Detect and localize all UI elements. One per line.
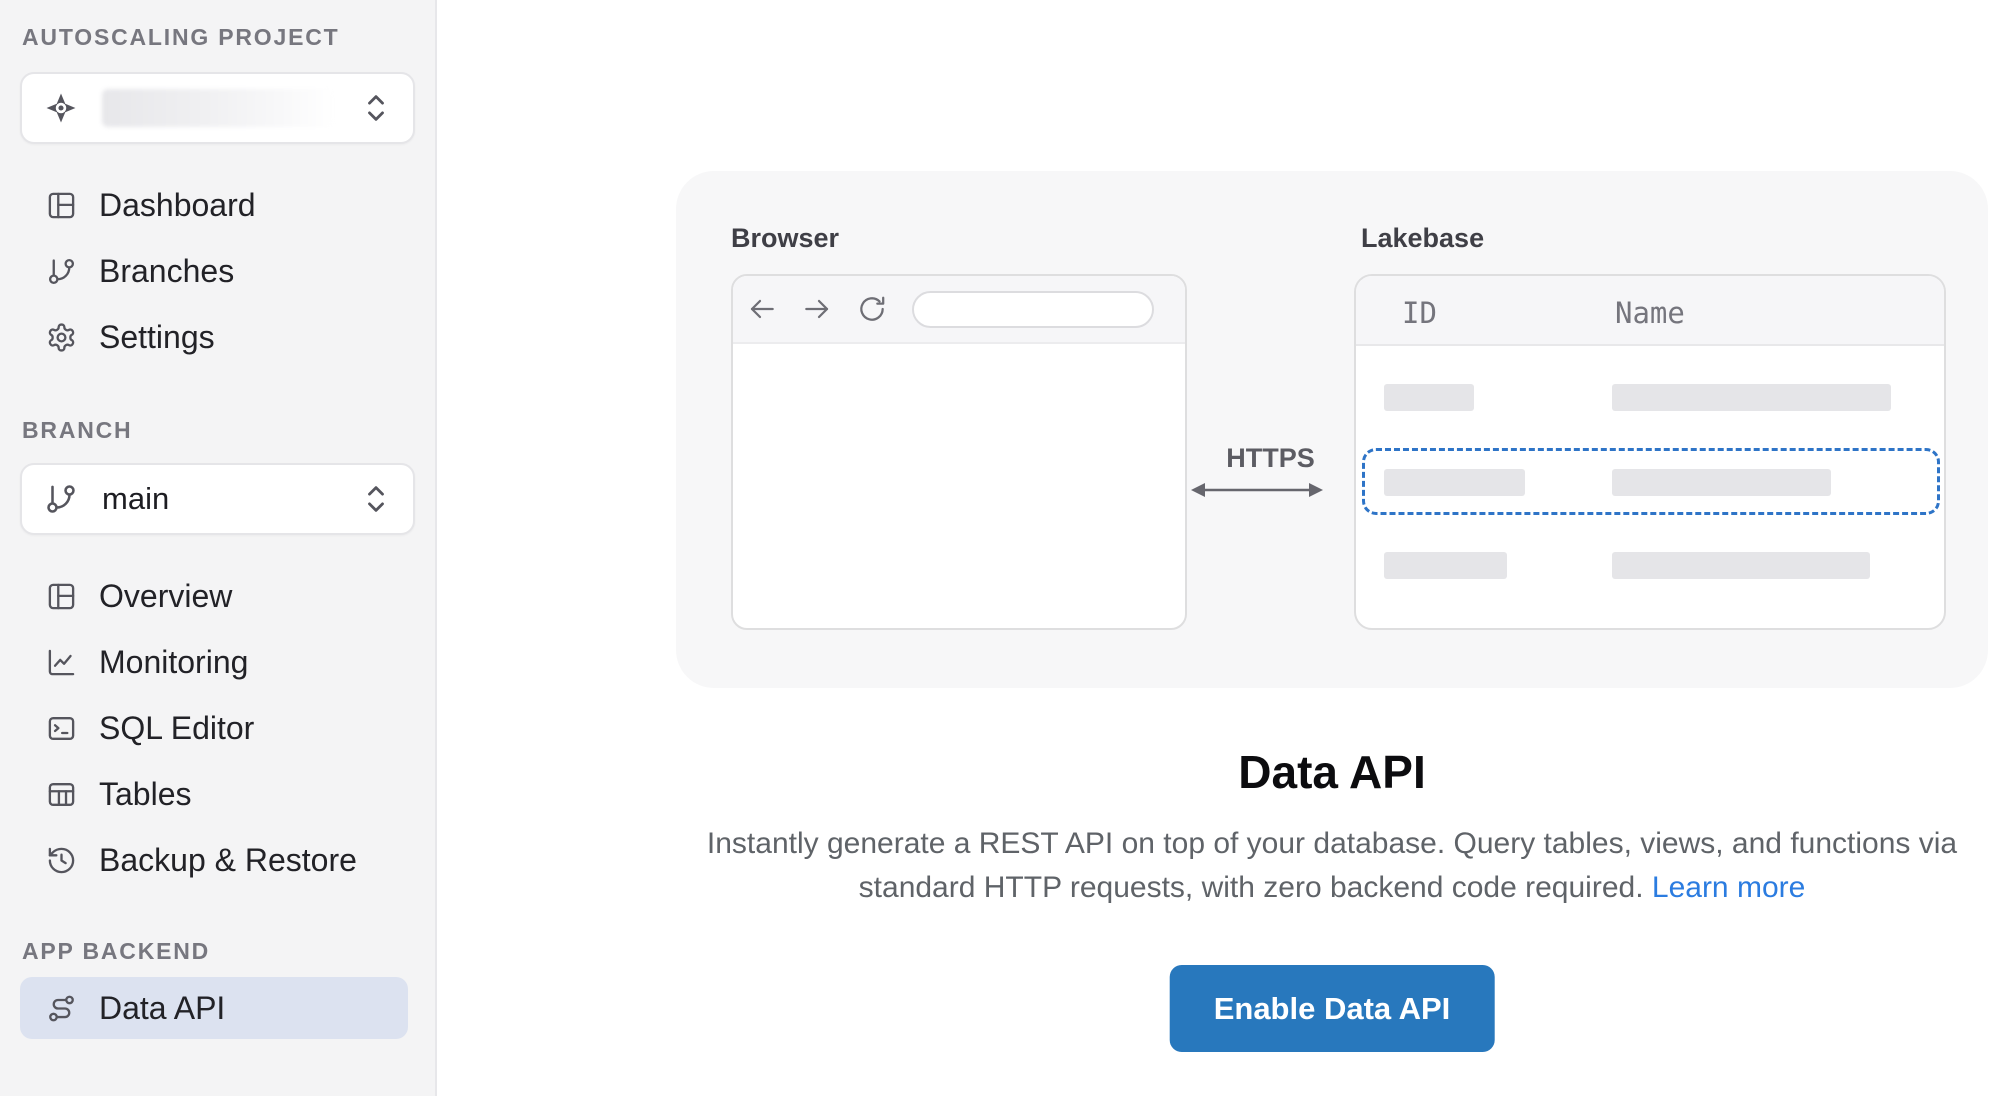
browser-mock-window [731, 274, 1187, 630]
placeholder-bar [1384, 384, 1474, 411]
app-backend-section-label: APP BACKEND [22, 938, 211, 964]
terminal-icon [48, 716, 75, 740]
page-title: Data API [1238, 746, 1426, 798]
branch-nav: Overview Monitoring SQL Editor Tables Ba… [20, 563, 415, 893]
column-header-id: ID [1402, 296, 1437, 330]
chevron-up-down-icon [368, 486, 384, 512]
column-header-name: Name [1615, 296, 1685, 330]
placeholder-bar [1612, 552, 1870, 579]
sidebar-item-backup-restore[interactable]: Backup & Restore [20, 827, 408, 893]
route-icon [49, 995, 74, 1021]
table-icon [48, 782, 75, 806]
sidebar-item-label: Backup & Restore [99, 842, 357, 878]
https-connector: HTTPS [1187, 443, 1354, 503]
sidebar-item-label: Branches [99, 253, 235, 289]
project-nav: Dashboard Branches Settings [20, 172, 415, 370]
sidebar-item-tables[interactable]: Tables [20, 761, 408, 827]
branch-section-label: BRANCH [22, 417, 133, 443]
url-bar [912, 290, 1154, 328]
main-content: Browser Lakebase HTTPS [437, 0, 2000, 1096]
table-header-row: ID Name [1356, 276, 1944, 346]
git-branch-icon [48, 258, 75, 284]
sidebar-item-label: Data API [99, 990, 226, 1026]
sidebar-item-monitoring[interactable]: Monitoring [20, 629, 408, 695]
enable-data-api-button[interactable]: Enable Data API [1169, 965, 1495, 1052]
sidebar-item-settings[interactable]: Settings [20, 304, 408, 370]
sidebar-item-label: Monitoring [99, 644, 249, 680]
learn-more-link[interactable]: Learn more [1651, 871, 1806, 904]
placeholder-bar [1612, 469, 1831, 496]
selected-row-highlight [1362, 448, 1940, 515]
placeholder-bar [1384, 552, 1507, 579]
app-backend-nav: Data API [20, 977, 415, 1039]
layout-icon [48, 583, 75, 609]
sidebar-item-overview[interactable]: Overview [20, 563, 408, 629]
sidebar-item-branches[interactable]: Branches [20, 238, 408, 304]
history-icon [48, 847, 75, 873]
placeholder-bar [1612, 384, 1891, 411]
placeholder-bar [1384, 469, 1525, 496]
page-description: Instantly generate a REST API on top of … [676, 822, 1988, 910]
double-arrow-icon [1191, 483, 1323, 497]
git-branch-icon [47, 485, 75, 513]
sidebar-item-label: Settings [99, 319, 215, 355]
sidebar: AUTOSCALING PROJECT Dashboard Branches S… [0, 0, 437, 1096]
sidebar-item-sql-editor[interactable]: SQL Editor [20, 695, 408, 761]
chevron-up-down-icon [368, 95, 384, 121]
project-name-blurred [102, 89, 335, 127]
project-section-label: AUTOSCALING PROJECT [22, 24, 340, 50]
project-selector[interactable] [20, 72, 415, 144]
sidebar-item-label: Overview [99, 578, 233, 614]
branch-selector[interactable]: main [20, 463, 415, 535]
browser-card-label: Browser [731, 223, 840, 253]
sidebar-item-dashboard[interactable]: Dashboard [20, 172, 408, 238]
line-chart-icon [48, 649, 75, 675]
layout-icon [48, 192, 75, 218]
sidebar-item-label: Tables [99, 776, 192, 812]
gear-icon [48, 322, 75, 352]
description-line-2: standard HTTP requests, with zero backen… [858, 871, 1644, 904]
branch-selector-value: main [102, 481, 170, 516]
sidebar-item-data-api[interactable]: Data API [20, 977, 408, 1039]
browser-toolbar [733, 276, 1185, 344]
data-api-illustration: Browser Lakebase HTTPS [676, 171, 1988, 688]
lakebase-mock-table: ID Name [1354, 274, 1946, 630]
sidebar-item-label: SQL Editor [99, 710, 255, 746]
lakebase-card-label: Lakebase [1361, 223, 1485, 253]
gimbal-icon [46, 93, 76, 123]
data-api-section: Data API Instantly generate a REST API o… [676, 0, 1988, 1096]
https-label: HTTPS [1226, 443, 1315, 473]
sidebar-item-label: Dashboard [99, 187, 256, 223]
description-line-1: Instantly generate a REST API on top of … [706, 827, 1958, 860]
